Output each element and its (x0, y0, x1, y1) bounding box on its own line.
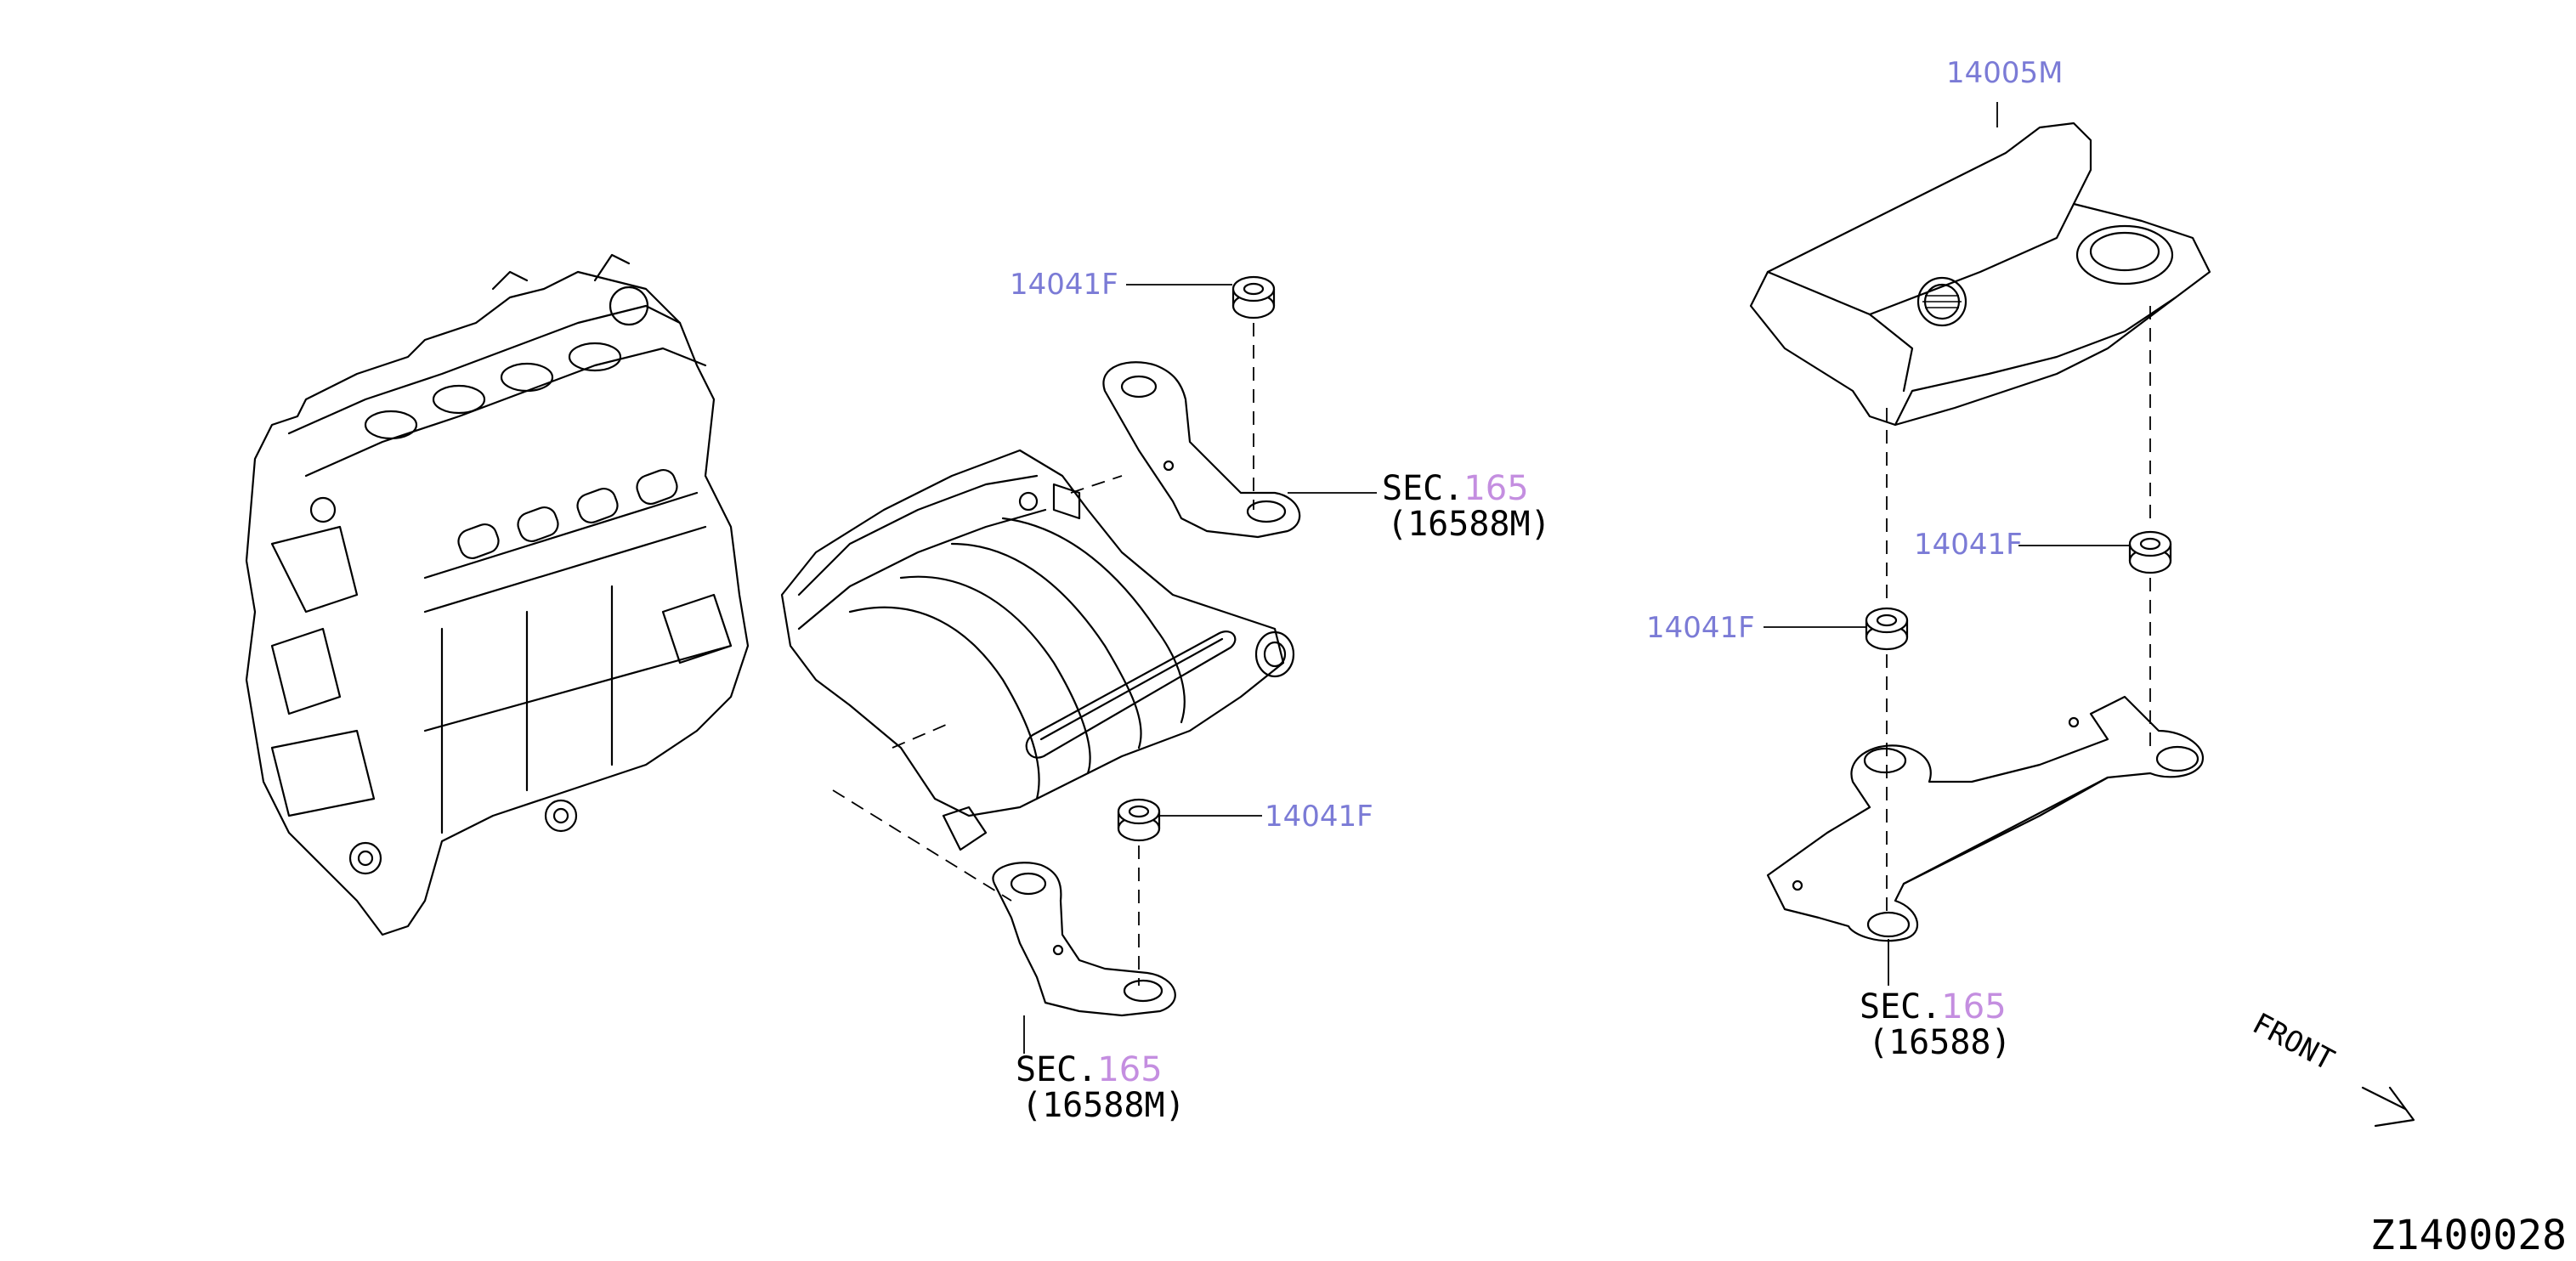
sec-sub: (16588) (1868, 1023, 2012, 1062)
svg-text:SEC.165: SEC.165 (1382, 469, 1529, 508)
bracket-right (1766, 695, 2204, 942)
grommet-right-lower (1865, 607, 1909, 651)
engine-cover (1749, 122, 2211, 427)
sec-sub: (16588M) (1387, 505, 1551, 544)
label-grommet-top-center: 14041F (1010, 268, 1118, 302)
bracket-upper-center (1102, 361, 1301, 539)
grommet-top-center (1231, 275, 1276, 319)
front-indicator: FRONT (2247, 1007, 2415, 1128)
sec-ref-lower: SEC.165 (16588M) (1016, 1050, 1186, 1125)
assembly-lines (832, 306, 2151, 986)
grommet-right-upper (2128, 530, 2172, 574)
label-engine-cover: 14005M (1946, 56, 2064, 90)
label-grommet-right-upper: 14041F (1914, 528, 2023, 562)
sec-sub: (16588M) (1022, 1086, 1186, 1125)
intake-manifold (780, 449, 1295, 851)
leader-lines (1023, 102, 2129, 1054)
svg-text:SEC.165: SEC.165 (1860, 987, 2007, 1026)
label-grommet-bottom-center: 14041F (1265, 800, 1373, 834)
engine-assembly (245, 253, 750, 936)
svg-text:SEC.165: SEC.165 (1016, 1050, 1163, 1089)
diagram-code: Z1400028 (2370, 1212, 2567, 1259)
front-arrow-icon (2361, 1086, 2415, 1128)
sec-prefix: SEC. (1860, 987, 1941, 1026)
label-grommet-right-lower: 14041F (1646, 611, 1755, 645)
sec-ref-upper: SEC.165 (16588M) (1382, 469, 1551, 544)
sec-number: 165 (1097, 1050, 1162, 1089)
grommet-bottom-center (1117, 798, 1161, 842)
bracket-lower-center (992, 862, 1176, 1017)
sec-prefix: SEC. (1382, 469, 1464, 508)
sec-ref-right: SEC.165 (16588) (1860, 987, 2012, 1062)
sec-prefix: SEC. (1016, 1050, 1097, 1089)
front-label: FRONT (2247, 1007, 2340, 1077)
sec-number: 165 (1941, 987, 2006, 1026)
sec-number: 165 (1464, 469, 1528, 508)
